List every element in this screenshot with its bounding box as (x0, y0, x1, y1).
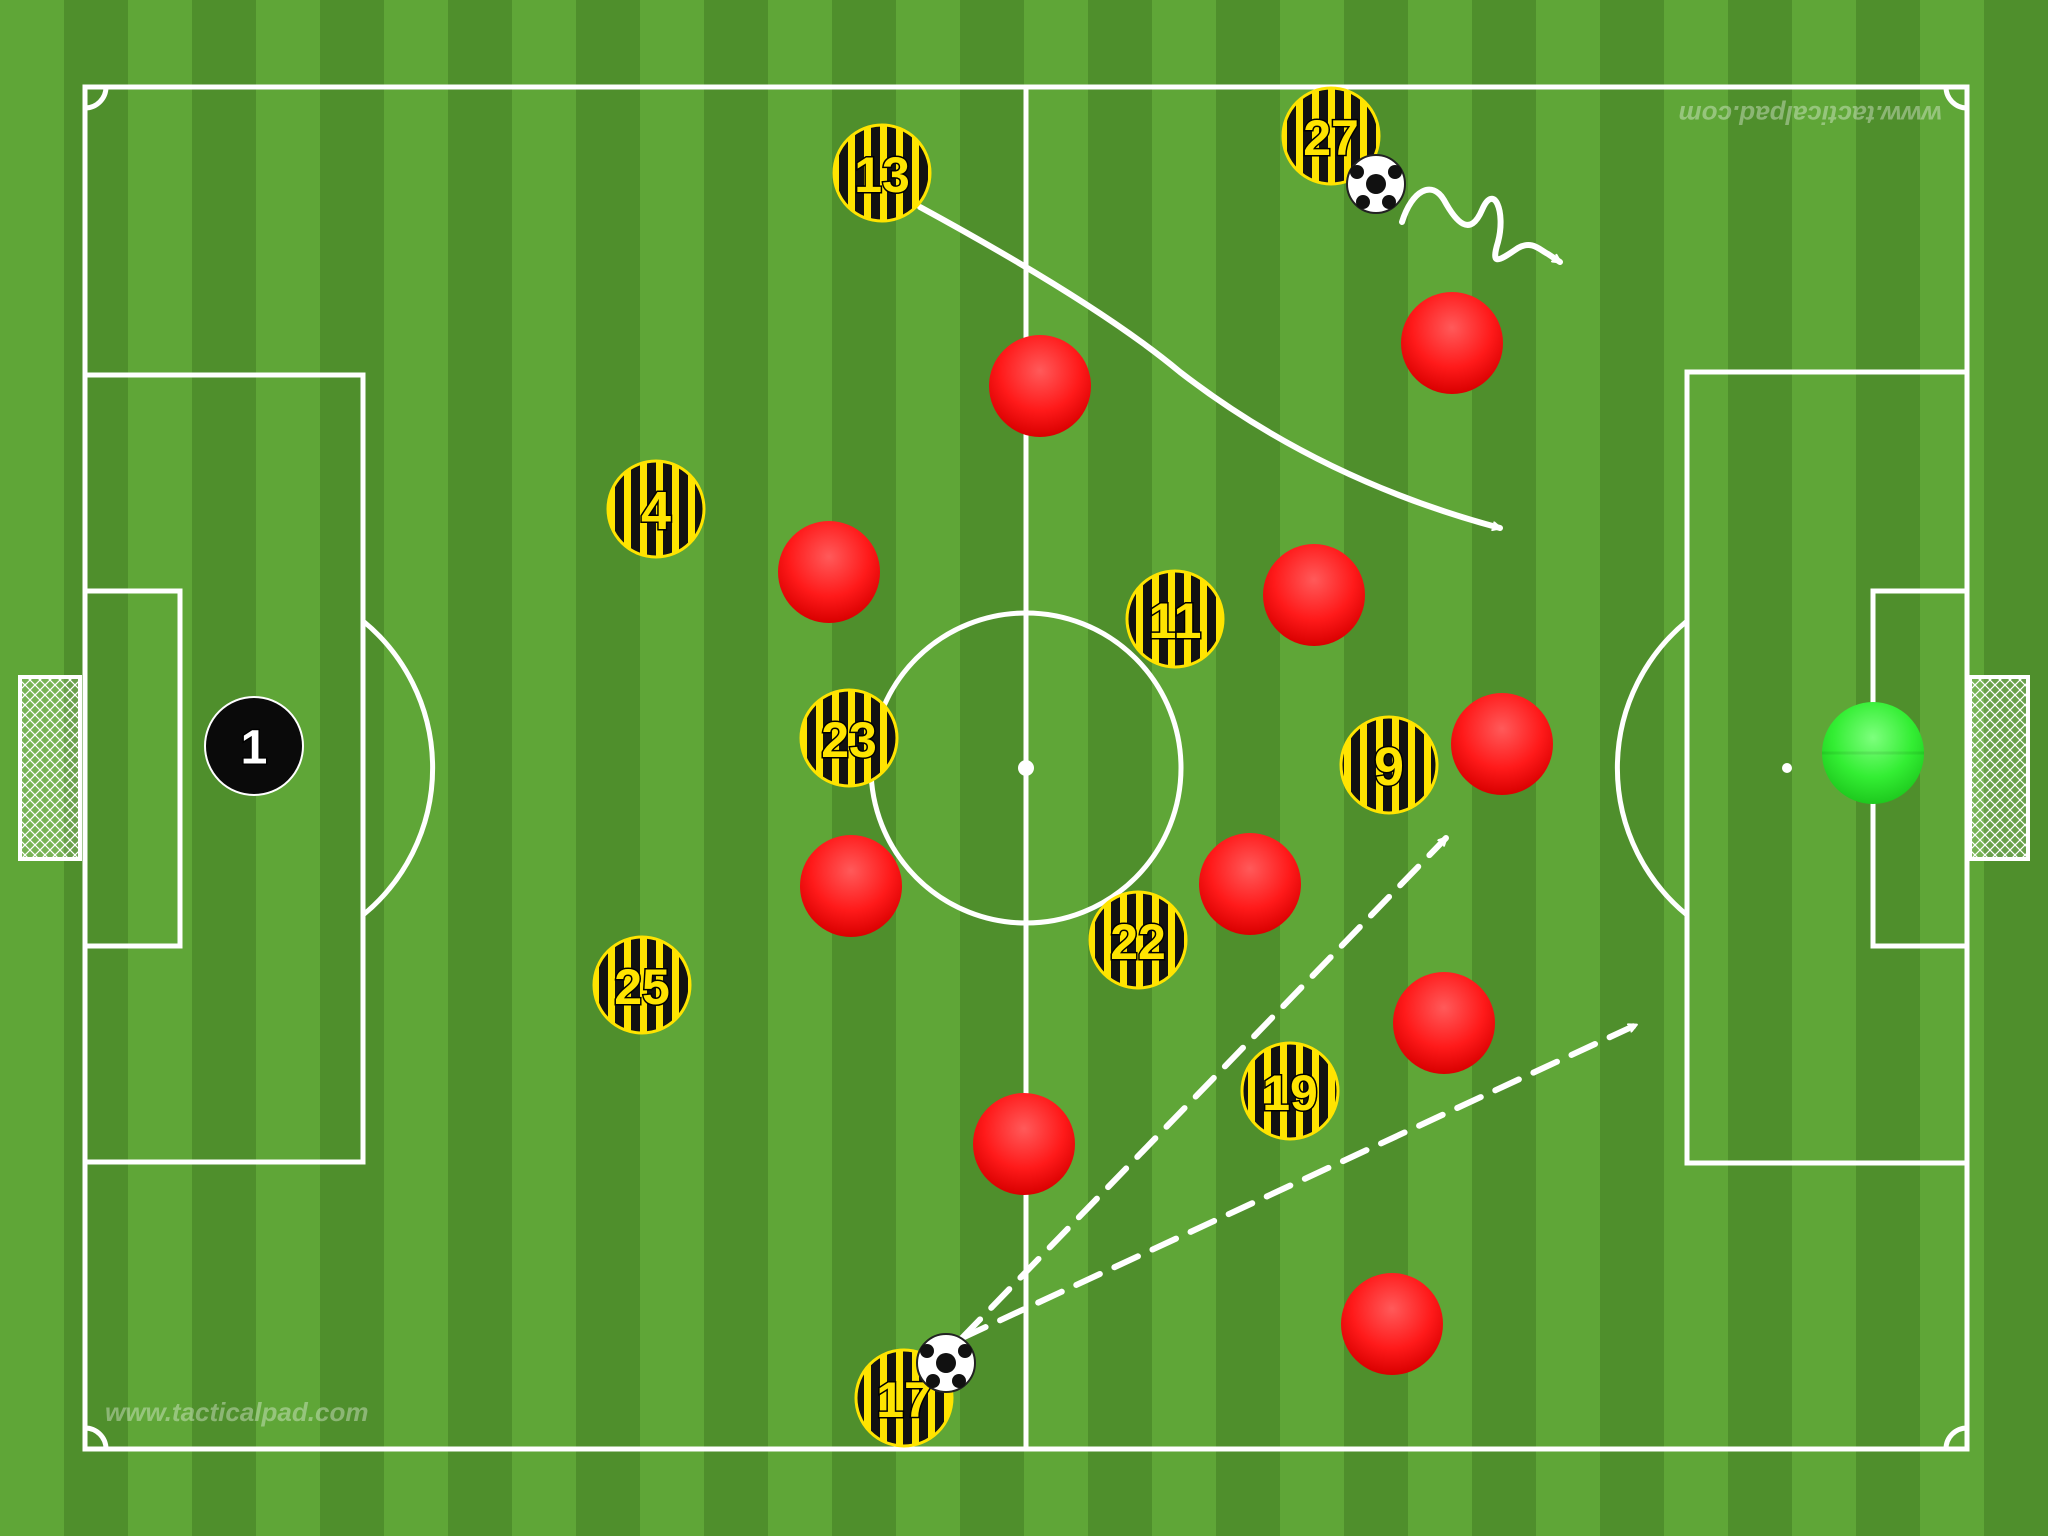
pass-arrow-to-9 (959, 835, 1449, 1341)
opponent-player[interactable] (989, 335, 1091, 437)
player-disc (1281, 86, 1381, 186)
pitch-stripe (960, 0, 1024, 1536)
movement-arrows (917, 186, 1639, 1341)
corner-arc-bottom-right (1943, 1425, 1968, 1450)
soccer-ball-icon[interactable] (916, 1333, 976, 1393)
player-disc (832, 123, 932, 223)
opponent-player[interactable] (1263, 544, 1365, 646)
opponent-player[interactable] (800, 835, 902, 937)
player-number: 19 (1262, 1065, 1318, 1121)
player-disc (1339, 715, 1439, 815)
run-arrow (917, 204, 1503, 532)
right-penalty-arc (1614, 619, 1689, 917)
goal-net-icon (1968, 675, 2030, 861)
opponent-player[interactable] (1393, 972, 1495, 1074)
corner-arc-top-left (84, 86, 109, 111)
player-number: 13 (854, 147, 910, 203)
corner-arc-top-right (1943, 86, 1968, 111)
watermark-top-mirrored: www.tacticalpad.com (1679, 100, 1942, 130)
pitch-stripe (1216, 0, 1280, 1536)
player-number: 11 (1149, 593, 1202, 649)
player-disc (606, 459, 706, 559)
team-player-27[interactable]: 27 (1281, 86, 1381, 186)
pitch-stripe (1600, 0, 1664, 1536)
player-disc (592, 935, 692, 1035)
player-number: 25 (614, 959, 670, 1015)
opponent-player[interactable] (778, 521, 880, 623)
pitch-stripe (576, 0, 640, 1536)
team-player-23[interactable]: 23 (799, 688, 899, 788)
center-spot (1018, 760, 1034, 776)
player-number: 4 (641, 481, 671, 541)
team-player-9[interactable]: 9 (1339, 715, 1439, 815)
opponent-player[interactable] (1451, 693, 1553, 795)
opponent-player[interactable] (1401, 292, 1503, 394)
own-goalkeeper-number: 1 (241, 722, 268, 775)
corner-arc-bottom-left (84, 1425, 109, 1450)
pass-arrow-to-space (959, 1022, 1639, 1341)
player-disc (799, 688, 899, 788)
player-number: 9 (1374, 737, 1404, 797)
pitch-stripe (1088, 0, 1152, 1536)
pitch-markings (82, 84, 1970, 1452)
left-penalty-arc (361, 619, 436, 917)
team-player-13[interactable]: 13 (832, 123, 932, 223)
opponent-player[interactable] (973, 1093, 1075, 1195)
balls (916, 154, 1406, 1393)
player-disc (1088, 890, 1188, 990)
pitch-mowing-stripes (64, 0, 2048, 1536)
watermark-bottom: www.tacticalpad.com (105, 1397, 368, 1427)
pitch-stripe (1728, 0, 1792, 1536)
team-player-25[interactable]: 25 (592, 935, 692, 1035)
player-number: 27 (1303, 110, 1359, 166)
goal-net-icon (18, 675, 82, 861)
pitch-stripe (320, 0, 384, 1536)
player-disc (1125, 569, 1225, 669)
team-player-19[interactable]: 19 (1240, 1041, 1340, 1141)
dribble-arrow (1399, 186, 1563, 265)
right-penalty-spot (1782, 763, 1792, 773)
team-player-22[interactable]: 22 (1088, 890, 1188, 990)
player-number: 22 (1110, 914, 1166, 970)
pitch-stripe (448, 0, 512, 1536)
soccer-ball-icon[interactable] (1346, 154, 1406, 214)
player-number: 23 (821, 712, 877, 768)
player-disc (1240, 1041, 1340, 1141)
pitch-stripe (704, 0, 768, 1536)
left-goal-area (82, 588, 183, 949)
team-player-4[interactable]: 4 (606, 459, 706, 559)
opponent-player[interactable] (1199, 833, 1301, 935)
own-goalkeeper[interactable]: 1 (204, 696, 304, 796)
opponent-goalkeeper[interactable] (1822, 702, 1924, 804)
team-player-11[interactable]: 11 (1125, 569, 1225, 669)
opponent-player[interactable] (1341, 1273, 1443, 1375)
opponent-team (778, 292, 1553, 1375)
